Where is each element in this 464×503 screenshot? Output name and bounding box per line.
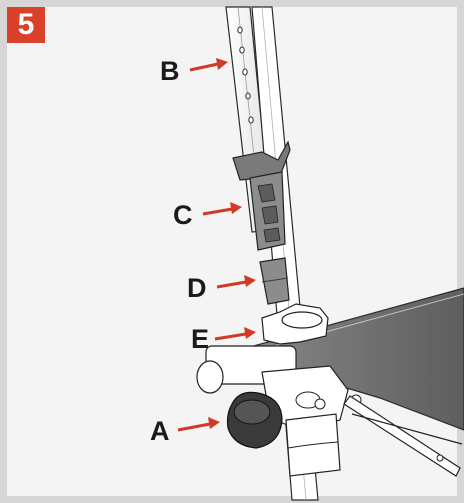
knob-a: [226, 391, 283, 449]
callout-arrows: [177, 58, 256, 432]
callout-label-a: A: [150, 416, 170, 446]
clip-c: [232, 140, 291, 251]
clip-d: [259, 257, 290, 305]
step-number-badge: 5: [7, 7, 45, 43]
callout-label-e: E: [191, 324, 210, 354]
callout-label-d: D: [187, 273, 207, 303]
callout-label-c: C: [173, 200, 193, 230]
support-struts: [343, 395, 463, 477]
collar-e: [261, 303, 329, 345]
callout-label-b: B: [160, 56, 180, 86]
lower-pole-band: [285, 413, 341, 477]
